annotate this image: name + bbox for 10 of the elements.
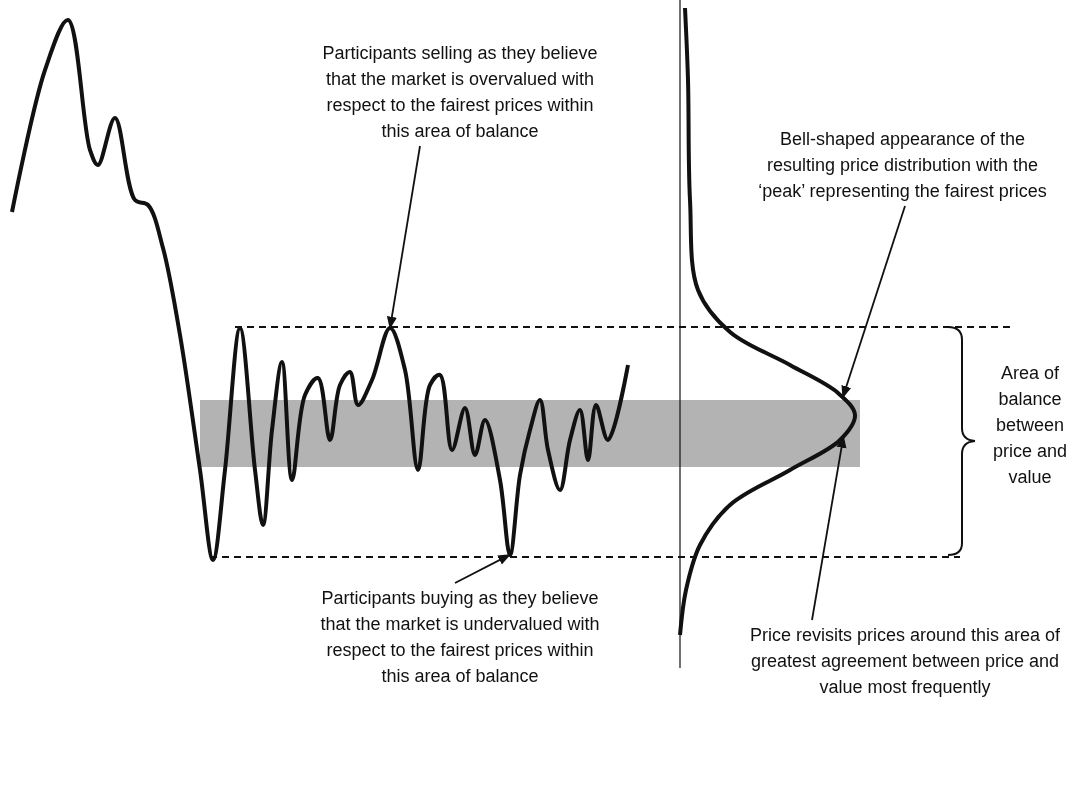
leader-arrow bbox=[454, 553, 511, 584]
annotation-text: Participants buying as they believe that the market is undervalued with respect to the fairest prices within this area of balance bbox=[319, 587, 601, 688]
price-line bbox=[10, 18, 630, 562]
leader-arrow bbox=[386, 145, 421, 330]
annotation-text: Price revisits prices around this area of greatest agreement between price and value most frequently bbox=[748, 624, 1062, 699]
annotation-text: Area of balance between price and value bbox=[991, 362, 1069, 489]
annotation-text: Bell-shaped appearance of the resulting price distribution with the ‘peak’ representing the fairest prices bbox=[757, 128, 1048, 203]
annotation-text: Participants selling as they believe that the market is overvalued with respect to the fairest prices within this area of balance bbox=[321, 42, 599, 143]
leader-arrow bbox=[841, 205, 906, 399]
leader-arrow bbox=[811, 435, 847, 621]
